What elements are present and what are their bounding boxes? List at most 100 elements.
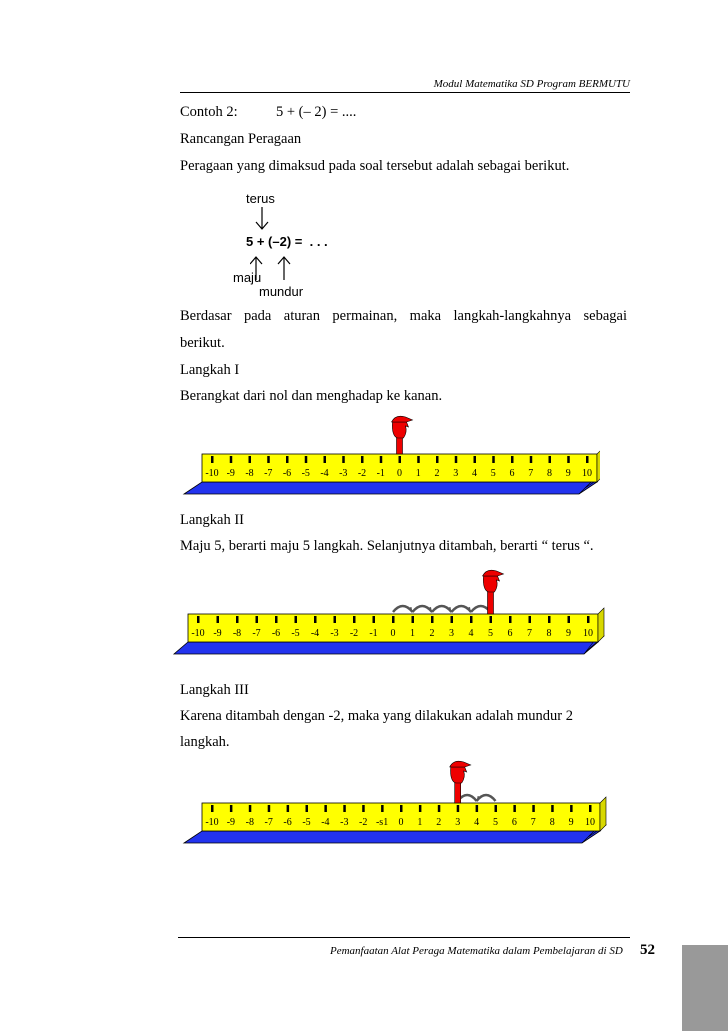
ruler-tick-label: -4 [321, 817, 329, 828]
diagram-label-mundur: mundur [259, 284, 304, 299]
ruler-tick-label: -3 [330, 628, 338, 639]
ruler-tick [475, 805, 479, 812]
footer-rule [178, 937, 630, 938]
ruler-tick-label: -7 [252, 628, 260, 639]
red-figure [482, 569, 505, 615]
ruler-tick-label: 1 [416, 468, 421, 479]
ruler-base [182, 481, 599, 495]
ruler-tick-label: -1 [377, 468, 385, 479]
ruler-tick [343, 805, 346, 812]
ruler-tick [361, 456, 364, 463]
ruler-tick-label: 6 [508, 628, 513, 639]
running-footer: Pemanfaatan Alat Peraga Matematika dalam… [330, 945, 623, 957]
ruler-tick-label: -6 [283, 468, 291, 479]
ruler-tick-label: 10 [583, 628, 593, 639]
ruler-tick [305, 805, 308, 812]
ruler-tick [342, 456, 345, 463]
ruler-tick [323, 456, 326, 463]
ruler-tick-label: 9 [566, 468, 571, 479]
ruler-base [182, 830, 602, 844]
arrow-down-terus-head [255, 221, 269, 230]
paragraph-line-2: berikut. [180, 335, 225, 351]
ruler-tick-label: -10 [191, 628, 204, 639]
step-3-text-line-1: Karena ditambah dengan -2, maka yang dil… [180, 708, 573, 724]
diagram-label-maju: maju [233, 270, 262, 285]
arrow-up-maju-head [250, 256, 263, 265]
ruler-tick-label: 4 [469, 628, 474, 639]
figure-head [392, 421, 410, 439]
ruler-tick-label: 7 [527, 628, 532, 639]
ruler-tick [353, 616, 356, 623]
ruler-tick-label: 4 [472, 468, 477, 479]
ruler-tick [494, 805, 497, 812]
ruler-tick-label: 0 [391, 628, 396, 639]
ruler-tick-label: -8 [245, 468, 253, 479]
ruler-tick [314, 616, 317, 623]
ruler-tick [567, 456, 570, 463]
ruler-tick-label: 7 [531, 817, 536, 828]
ruler-tick-label: 9 [569, 817, 574, 828]
ruler-tick [470, 616, 473, 623]
ruler-tick [513, 805, 516, 812]
ruler-tick [548, 456, 551, 463]
ruler-tick-label: -2 [358, 468, 366, 479]
ruler-tick [473, 456, 476, 463]
arrow-up-mundur-head [277, 256, 291, 265]
ruler-tick [267, 456, 270, 463]
ruler-bar-end [597, 607, 605, 643]
ruler-tick-label: 8 [547, 468, 552, 479]
intro-text: Peragaan yang dimaksud pada soal tersebu… [180, 158, 570, 174]
ruler-tick [381, 805, 384, 812]
ruler-tick-label: -2 [359, 817, 367, 828]
ruler-tick-label: -5 [302, 468, 310, 479]
ruler-tick-label: -s1 [376, 817, 388, 828]
ruler-tick [255, 616, 258, 623]
diagram-arrows [250, 207, 291, 280]
example-expression: 5 + (– 2) = .... [276, 104, 357, 120]
ruler-tick-label: 10 [585, 817, 595, 828]
ruler-tick [211, 805, 214, 812]
ruler-bar-end [596, 450, 600, 483]
ruler-tick [286, 456, 289, 463]
ruler-tick [333, 616, 336, 623]
ruler-tick-label: 2 [430, 628, 435, 639]
ruler-tick [567, 616, 570, 623]
ruler-tick-label: 3 [449, 628, 454, 639]
ruler-tick-label: -5 [302, 817, 310, 828]
red-figure [391, 415, 414, 455]
ruler-tick-label: 0 [399, 817, 404, 828]
paragraph-line-1: Berdasar pada aturan permainan, maka lan… [180, 308, 627, 324]
ruler-tick [275, 616, 278, 623]
ruler-tick-label: 1 [417, 817, 422, 828]
ruler-tick-label: 1 [410, 628, 415, 639]
ruler-tick [211, 456, 214, 463]
diagram-label-terus: terus [246, 191, 275, 206]
ruler-tick-label: -9 [213, 628, 221, 639]
ruler-tick [197, 616, 200, 623]
ruler-tick [551, 805, 554, 812]
ruler-tick-label: -6 [283, 817, 291, 828]
ruler-tick [454, 456, 458, 463]
ruler-tick-label: 3 [455, 817, 460, 828]
ruler-tick [267, 805, 271, 812]
hop-arrowhead [446, 607, 452, 613]
ruler-tick [411, 616, 414, 623]
step-1-title: Langkah I [180, 362, 240, 378]
ruler-tick-label: 5 [491, 468, 496, 479]
ruler-tick [511, 456, 514, 463]
ruler-tick-label: 10 [582, 468, 592, 479]
ruler-tick [372, 616, 375, 623]
ruler-tick-label: -9 [227, 817, 235, 828]
ruler-tick-label: -7 [265, 817, 273, 828]
ruler-tick [586, 456, 589, 463]
ruler-tick-label: -4 [320, 468, 328, 479]
figure-head [483, 575, 501, 593]
ruler-tick [216, 616, 219, 623]
ruler-tick [532, 805, 535, 812]
ruler-tick [489, 616, 492, 623]
ruler-tick-label: -3 [340, 817, 348, 828]
ruler-tick-label: 5 [488, 628, 493, 639]
ruler-tick-label: -1 [369, 628, 377, 639]
ruler-tick [286, 805, 290, 812]
